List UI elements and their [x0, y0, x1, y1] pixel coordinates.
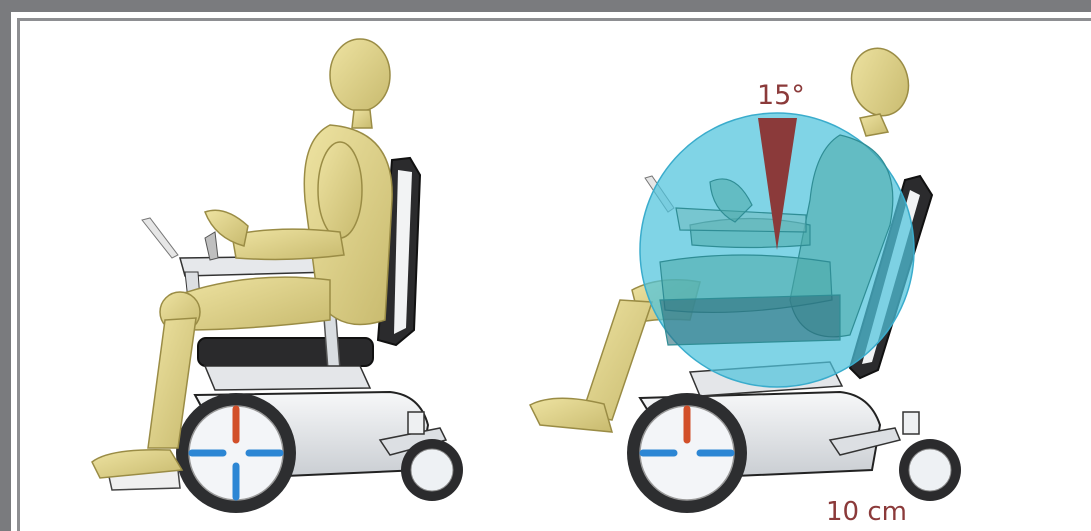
forearm [232, 229, 344, 259]
tilt-angle-label: 15° [757, 80, 805, 111]
tilted-wheelchair [530, 42, 961, 513]
upper-arm [318, 142, 362, 238]
thigh [178, 277, 330, 330]
upright-wheelchair [92, 39, 463, 513]
head [330, 39, 390, 111]
seat [198, 338, 373, 366]
ground-clearance-label: 10 cm [826, 497, 907, 527]
